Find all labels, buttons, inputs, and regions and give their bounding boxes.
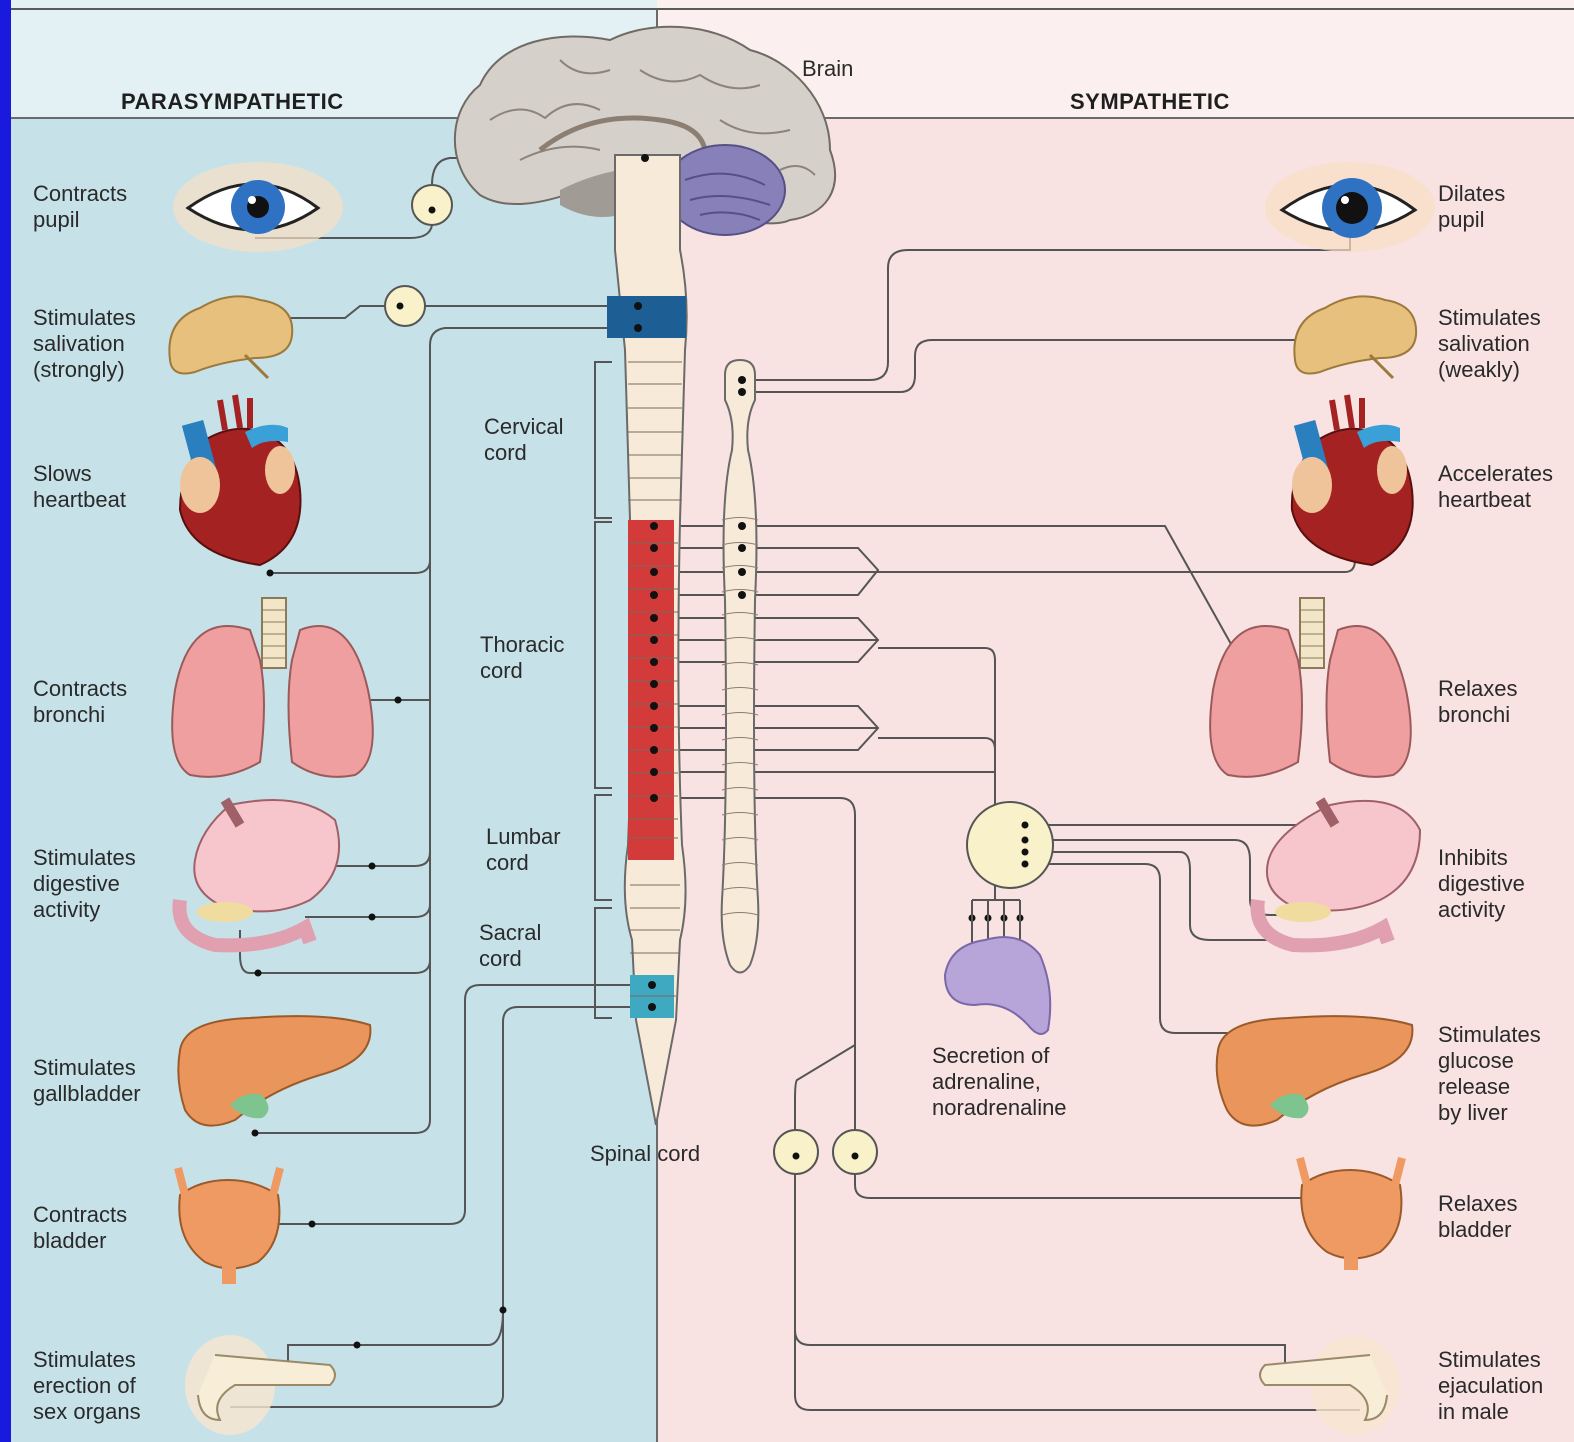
adrenal-secretion-label: Secretion of adrenaline, noradrenaline [932,1043,1067,1121]
pelvic-ganglion-right [833,1130,877,1174]
para-effect-bronchi: Contracts bronchi [33,676,127,728]
celiac-ganglion [967,802,1053,888]
symp-effect-liver: Stimulates glucose release by liver [1438,1022,1541,1126]
sacral-cord-label: Sacral cord [479,920,541,972]
symp-effect-bladder: Relaxes bladder [1438,1191,1517,1243]
para-effect-pupil: Contracts pupil [33,181,127,233]
cervical-cord-label: Cervical cord [484,414,563,466]
symp-effect-ejaculation: Stimulates ejaculation in male [1438,1347,1543,1425]
ciliary-ganglion [412,185,452,225]
cerebellum [665,145,785,235]
para-effect-salivation: Stimulates salivation (strongly) [33,305,136,383]
para-effect-bladder: Contracts bladder [33,1202,127,1254]
otic-ganglion [385,286,425,326]
symp-effect-pupil: Dilates pupil [1438,181,1505,233]
symp-effect-digestion: Inhibits digestive activity [1438,845,1525,923]
brain-label: Brain [802,56,853,82]
eye-icon [1265,162,1435,252]
thoracic-cord-label: Thoracic cord [480,632,564,684]
lumbar-cord-label: Lumbar cord [486,824,561,876]
pelvic-ganglion-left [774,1130,818,1174]
symp-effect-bronchi: Relaxes bronchi [1438,676,1517,728]
symp-effect-heartbeat: Accelerates heartbeat [1438,461,1553,513]
sympathetic-header: SYMPATHETIC [1070,89,1230,115]
eye-icon [173,162,343,252]
para-effect-gallbladder: Stimulates gallbladder [33,1055,141,1107]
left-blue-border [0,0,11,1442]
symp-effect-salivation: Stimulates salivation (weakly) [1438,305,1541,383]
para-effect-sex-organs: Stimulates erection of sex organs [33,1347,141,1425]
cranial-band [607,296,686,338]
para-effect-heartbeat: Slows heartbeat [33,461,126,513]
spinal-cord-label: Spinal cord [590,1141,700,1167]
para-effect-digestion: Stimulates digestive activity [33,845,136,923]
parasympathetic-header: PARASYMPATHETIC [121,89,344,115]
